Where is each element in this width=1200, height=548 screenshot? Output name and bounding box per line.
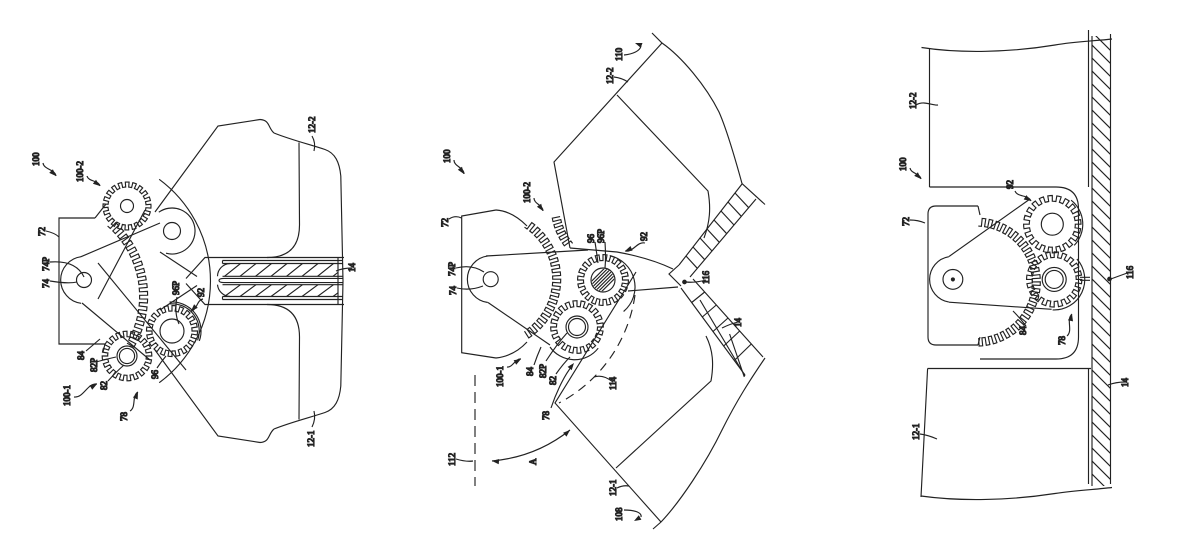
svg-text:82: 82 [99,381,109,390]
svg-text:12-2: 12-2 [605,68,615,85]
svg-text:12-2: 12-2 [908,93,918,110]
svg-text:110: 110 [614,47,624,61]
svg-text:100: 100 [31,152,41,166]
svg-text:12-2: 12-2 [307,117,317,134]
svg-text:72: 72 [37,227,47,236]
svg-text:12-1: 12-1 [306,431,316,448]
svg-text:82P: 82P [89,358,99,372]
svg-text:100: 100 [898,157,908,171]
svg-text:82P: 82P [538,364,548,378]
svg-text:92: 92 [1005,180,1015,189]
svg-text:100: 100 [442,149,452,163]
svg-text:96P: 96P [171,281,181,295]
svg-text:100-2: 100-2 [522,182,532,203]
svg-text:74P: 74P [447,262,457,276]
svg-text:92: 92 [639,232,649,241]
svg-text:92: 92 [196,288,206,297]
svg-text:74P: 74P [41,257,51,271]
svg-text:100-2: 100-2 [75,161,85,182]
svg-text:12-1: 12-1 [911,424,921,441]
svg-text:96: 96 [586,234,596,244]
svg-text:84: 84 [76,351,86,361]
svg-text:96: 96 [150,370,160,380]
svg-text:74: 74 [448,286,458,296]
svg-text:12-1: 12-1 [608,480,618,497]
svg-text:100-1: 100-1 [62,385,72,406]
svg-text:72: 72 [440,218,450,227]
svg-text:112: 112 [447,453,457,466]
svg-text:82: 82 [548,376,558,385]
svg-text:78: 78 [1057,336,1067,346]
svg-text:114: 114 [608,376,618,390]
svg-text:14: 14 [347,263,357,273]
svg-text:72: 72 [901,217,911,226]
svg-text:74: 74 [41,279,51,289]
svg-text:78: 78 [541,411,551,421]
svg-text:96P: 96P [596,229,606,243]
svg-text:78: 78 [119,412,129,422]
svg-text:100-1: 100-1 [495,366,505,387]
svg-text:108: 108 [614,507,624,521]
svg-text:116: 116 [701,270,711,284]
svg-text:84: 84 [525,367,535,377]
svg-text:84: 84 [1018,326,1028,336]
svg-text:A: A [528,458,538,465]
